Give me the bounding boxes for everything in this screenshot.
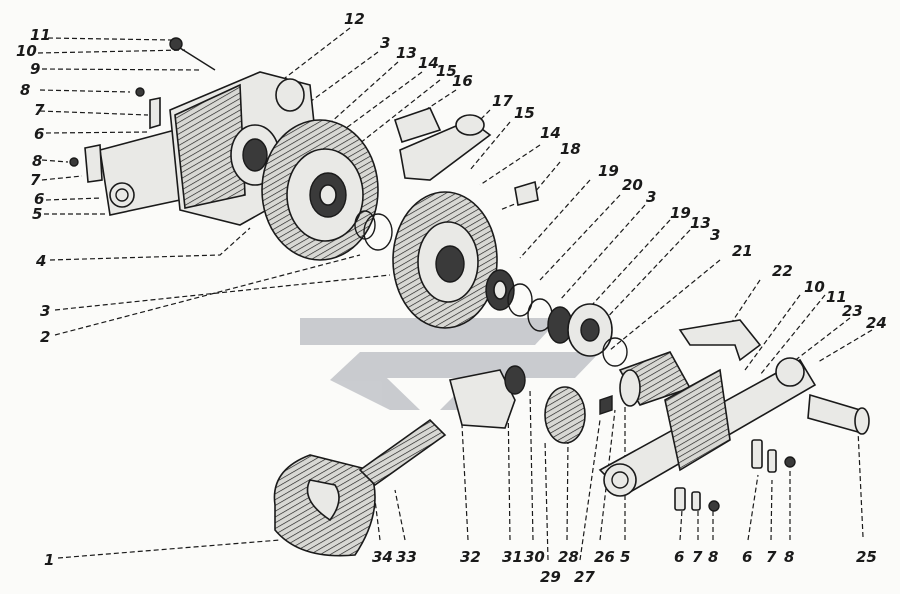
label-6: 6: [742, 548, 752, 566]
label-21: 21: [732, 242, 753, 260]
label-24: 24: [866, 314, 887, 332]
label-20: 20: [622, 176, 643, 194]
label-31: 31: [502, 548, 523, 566]
label-15: 15: [436, 62, 457, 80]
label-12: 12: [344, 10, 365, 28]
label-6: 6: [34, 125, 44, 143]
label-7: 7: [766, 548, 777, 566]
gear-disc-14: [392, 180, 539, 329]
label-30: 30: [524, 548, 545, 566]
label-8: 8: [20, 81, 30, 99]
label-13: 13: [396, 44, 417, 62]
label-14: 14: [418, 54, 439, 72]
label-16: 16: [452, 72, 473, 90]
gear-disc-13: [261, 119, 379, 261]
label-5: 5: [620, 548, 630, 566]
mounting-bracket-left: [84, 97, 181, 216]
pin-25: [807, 393, 870, 435]
axle-21: [618, 351, 692, 407]
label-10: 10: [804, 278, 825, 296]
label-6: 6: [34, 190, 44, 208]
label-2: 2: [40, 328, 50, 346]
label-4: 4: [35, 252, 46, 270]
label-23: 23: [842, 302, 863, 320]
label-11: 11: [826, 288, 847, 306]
block-32-bushing-28: [449, 365, 613, 444]
ring-stack-19-20: [485, 269, 628, 367]
label-18: 18: [560, 140, 581, 158]
label-10: 10: [16, 42, 37, 60]
label-13: 13: [690, 214, 711, 232]
label-11: 11: [30, 26, 51, 44]
hook-1: [273, 418, 447, 557]
label-3: 3: [40, 302, 50, 320]
label-26: 26: [594, 548, 615, 566]
label-19: 19: [670, 204, 691, 222]
label-19: 19: [598, 162, 619, 180]
label-8: 8: [708, 548, 718, 566]
spring-ring-3: [354, 210, 393, 251]
label-7: 7: [30, 171, 41, 189]
bolt-11-nut-10: [69, 37, 216, 167]
label-25: 25: [856, 548, 877, 566]
lever-arm-5: [598, 357, 817, 497]
label-1: 1: [44, 551, 54, 569]
label-27: 27: [574, 568, 595, 586]
label-7: 7: [692, 548, 703, 566]
label-14: 14: [540, 124, 561, 142]
label-33: 33: [396, 548, 417, 566]
label-34: 34: [372, 548, 393, 566]
label-5: 5: [32, 205, 42, 223]
label-8: 8: [32, 152, 42, 170]
label-32: 32: [460, 548, 481, 566]
bracket-22: [678, 319, 762, 362]
label-3: 3: [380, 34, 390, 52]
label-22: 22: [772, 262, 793, 280]
label-9: 9: [30, 60, 40, 78]
label-15: 15: [514, 104, 535, 122]
bracket-16-17: [394, 107, 492, 181]
label-6: 6: [674, 548, 684, 566]
label-3: 3: [710, 226, 720, 244]
callout-labels: 11 10 9 8 7 6 8 7 6 5 4 3 2 1 12 3 13 14…: [16, 10, 887, 586]
small-fasteners-6-7-8: [674, 439, 796, 512]
label-8: 8: [784, 548, 794, 566]
label-7: 7: [34, 101, 45, 119]
label-3: 3: [646, 188, 656, 206]
label-28: 28: [558, 548, 579, 566]
label-17: 17: [492, 92, 513, 110]
label-29: 29: [540, 568, 561, 586]
